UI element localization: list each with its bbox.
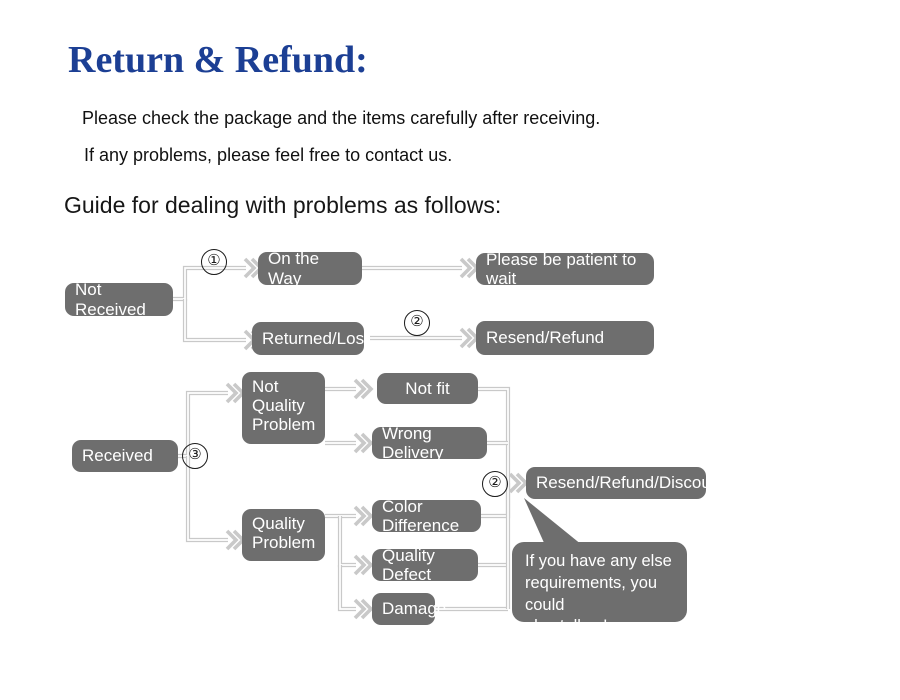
node-not-received[interactable]: Not Received — [65, 280, 173, 319]
node-quality-problem[interactable]: Quality Problem — [242, 509, 325, 561]
page-title: Return & Refund: — [68, 39, 368, 81]
node-please-be-patient[interactable]: Please be patient to wait — [476, 250, 654, 288]
node-wrong-delivery[interactable]: Wrong Delivery — [372, 424, 487, 462]
node-quality-defect[interactable]: Quality Defect — [372, 546, 478, 584]
node-returned-lost[interactable]: Returned/Lost — [252, 322, 369, 355]
node-not-fit[interactable]: Not fit — [377, 373, 478, 404]
node-damage[interactable]: Damage — [372, 593, 446, 625]
marker-two-top: ② — [404, 310, 430, 336]
node-resend-refund[interactable]: Resend/Refund — [476, 321, 654, 355]
node-resend-refund-discount[interactable]: Resend/Refund/Discount — [526, 467, 725, 499]
intro-line-1: Please check the package and the items c… — [82, 108, 601, 128]
node-on-the-way[interactable]: On the Way — [258, 249, 362, 288]
marker-one: ① — [201, 249, 227, 275]
marker-two-bottom: ② — [482, 471, 508, 497]
intro-line-2: If any problems, please feel free to con… — [84, 145, 453, 165]
node-not-quality-problem[interactable]: Not Quality Problem — [242, 372, 325, 444]
marker-three: ③ — [182, 443, 208, 469]
callout-bubble: If you have any else requirements, you c… — [512, 542, 687, 635]
node-color-difference[interactable]: Color Difference — [372, 497, 481, 535]
guide-heading: Guide for dealing with problems as follo… — [64, 192, 502, 218]
node-received[interactable]: Received — [72, 440, 178, 472]
